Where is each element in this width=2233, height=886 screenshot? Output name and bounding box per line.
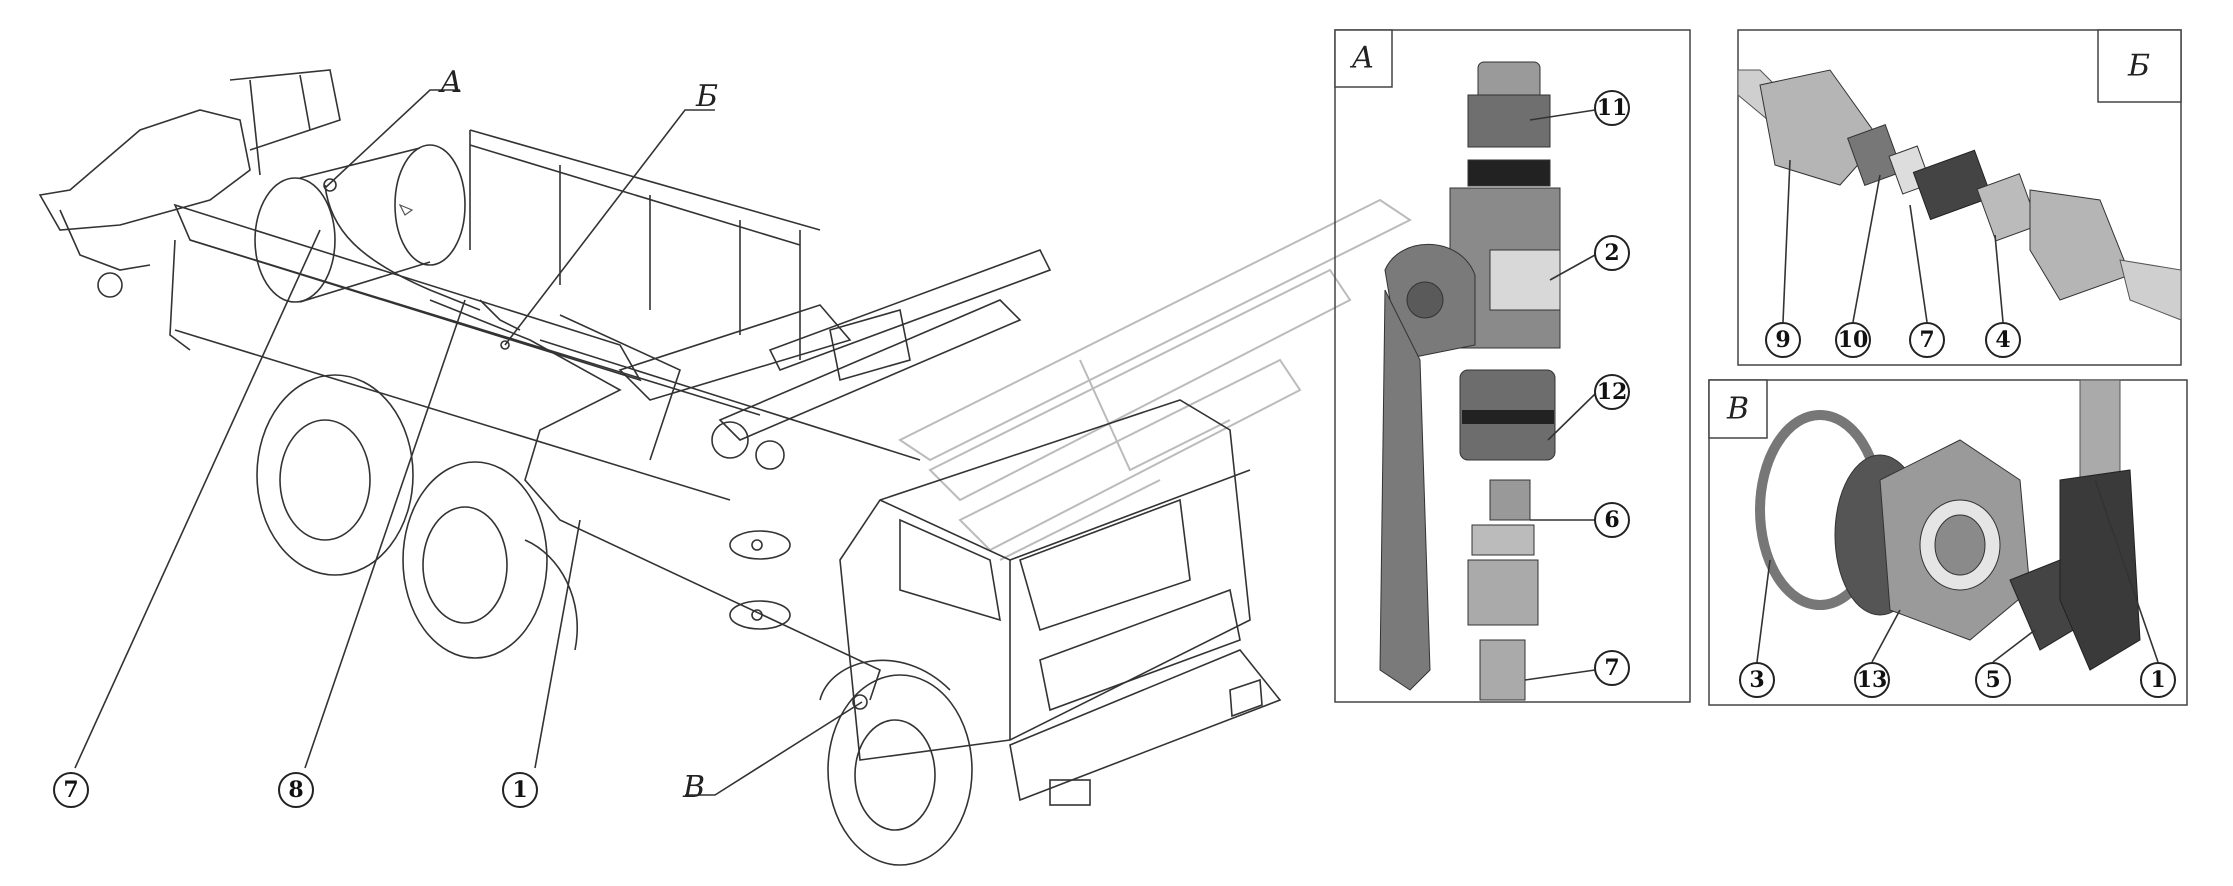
panel-v-callout-5: 5 xyxy=(1975,662,2011,698)
detail-panel-b: Б 9 10 7 4 xyxy=(1737,29,2182,366)
panel-a-callout-11: 11 xyxy=(1594,90,1630,126)
svg-text:7: 7 xyxy=(1919,327,1934,353)
pipeline xyxy=(323,178,881,710)
crane-boom xyxy=(618,249,1052,630)
svg-text:5: 5 xyxy=(1985,667,2000,693)
svg-text:7: 7 xyxy=(63,777,78,803)
svg-text:10: 10 xyxy=(1838,327,1869,353)
svg-text:1: 1 xyxy=(512,777,527,803)
svg-text:4: 4 xyxy=(1995,327,2010,353)
svg-text:11: 11 xyxy=(1597,95,1628,121)
panel-a-callout-2: 2 xyxy=(1594,235,1630,271)
panel-b-callout-9: 9 xyxy=(1765,322,1801,358)
truck-cab xyxy=(839,399,1282,806)
panel-b-label: Б xyxy=(2127,49,2150,84)
svg-text:8: 8 xyxy=(288,777,303,803)
truck-wheels xyxy=(256,374,973,866)
panel-v-callout-13: 13 xyxy=(1854,662,1890,698)
hose-coupling-assembly xyxy=(1737,69,2182,321)
svg-text:12: 12 xyxy=(1597,379,1628,405)
panel-v-callout-1: 1 xyxy=(2140,662,2176,698)
svg-text:13: 13 xyxy=(1857,667,1888,693)
callout-7: 7 xyxy=(53,772,89,808)
panel-b-callout-7: 7 xyxy=(1909,322,1945,358)
panel-a-callout-7: 7 xyxy=(1594,650,1630,686)
svg-text:6: 6 xyxy=(1604,507,1619,533)
view-label-V: В xyxy=(682,770,705,805)
ball-valve-assembly xyxy=(1379,61,1561,701)
panel-a-label-box xyxy=(1334,29,1393,88)
panel-v-label-box xyxy=(1708,379,1768,439)
rear-hopper xyxy=(38,69,341,298)
callout-1: 1 xyxy=(502,772,538,808)
svg-text:2: 2 xyxy=(1604,240,1619,266)
panel-v-callout-3: 3 xyxy=(1739,662,1775,698)
water-tank xyxy=(254,144,466,303)
truck-illustration: А Б В 7 8 1 xyxy=(38,65,1282,866)
panel-b-callout-4: 4 xyxy=(1985,322,2021,358)
svg-text:3: 3 xyxy=(1749,667,1764,693)
fitting-assembly xyxy=(1755,379,2141,671)
svg-text:1: 1 xyxy=(2150,667,2165,693)
panel-b-label-box xyxy=(2097,29,2182,103)
panel-a-callout-6: 6 xyxy=(1594,502,1630,538)
truck-body-frame xyxy=(169,129,921,501)
leader-lines xyxy=(74,89,863,796)
panel-a-label: А xyxy=(1350,41,1375,76)
callout-8: 8 xyxy=(278,772,314,808)
panel-a-callout-12: 12 xyxy=(1594,374,1630,410)
svg-text:7: 7 xyxy=(1604,655,1619,681)
detail-panel-a: А 11 2 xyxy=(1334,29,1691,703)
panel-v-label: В xyxy=(1726,392,1749,427)
view-label-B: Б xyxy=(695,79,718,114)
panel-b-callout-10: 10 xyxy=(1835,322,1871,358)
svg-text:9: 9 xyxy=(1775,327,1790,353)
view-label-A: А xyxy=(438,65,463,100)
detail-panel-v: В 3 13 5 1 xyxy=(1708,379,2188,706)
watermark-logo xyxy=(898,198,1412,561)
